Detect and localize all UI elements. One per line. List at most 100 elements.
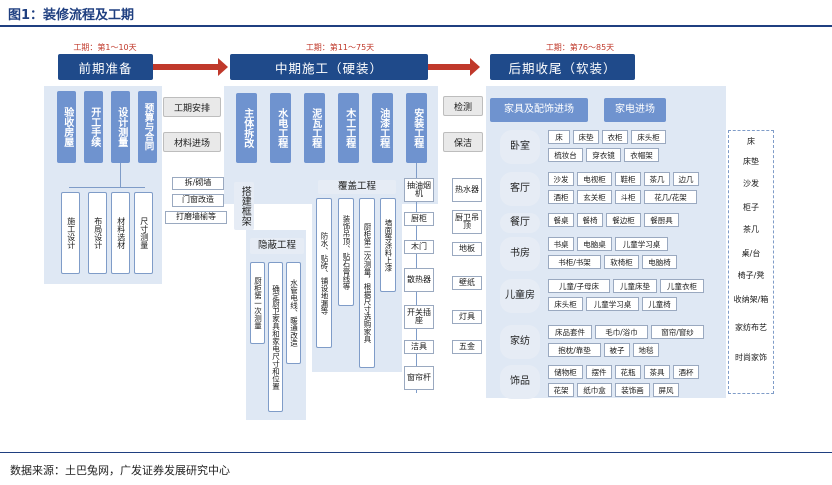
room-item: 儿童床垫 <box>613 279 657 293</box>
phase-arrow-1 <box>153 58 228 76</box>
room-item: 儿童椅 <box>642 297 677 311</box>
mid-step-plumbing: 水电工程 <box>270 93 291 163</box>
early-sub-4: 尺寸测量 <box>134 192 153 274</box>
install-heater: 热水器 <box>452 178 482 202</box>
room-item: 花几/花架 <box>644 190 697 204</box>
room-item: 餐边柜 <box>606 213 641 227</box>
early-sub-1: 施工设计 <box>61 192 80 274</box>
room-item: 花架 <box>548 383 574 397</box>
room-item: 鞋柜 <box>615 172 641 186</box>
room-item: 床品套件 <box>548 325 592 339</box>
room-item: 斗柜 <box>615 190 641 204</box>
room-item: 屏风 <box>653 383 679 397</box>
late-phase-title: 后期收尾（软装） <box>490 54 635 80</box>
side-category: 时尚家饰 <box>735 353 767 362</box>
mid-step-demolish: 主体拆改 <box>236 93 257 163</box>
early-step-3: 设计测量 <box>111 91 130 163</box>
room-item: 穿衣镜 <box>586 148 621 162</box>
side-category: 床垫 <box>743 157 759 166</box>
side-category: 柜子 <box>743 203 759 212</box>
early-connector <box>120 163 121 187</box>
early-sub-2: 布局设计 <box>88 192 107 274</box>
install-door: 木门 <box>404 240 434 254</box>
source-note: 数据来源：土巴兔网，广发证券发展研究中心 <box>10 464 230 477</box>
top-rule <box>0 25 832 27</box>
room-item: 电脑椅 <box>642 255 677 269</box>
room-item: 床头柜 <box>631 130 666 144</box>
install-ceiling: 厨卫吊顶 <box>452 210 482 234</box>
bridge-inspection: 检测 <box>443 96 483 116</box>
demolish-item-3: 打磨墙榆等 <box>165 211 227 224</box>
room-3: 书房 <box>500 237 540 271</box>
cover-item-3: 厨柜第二次测量，根据尺寸选购家具 <box>359 198 375 368</box>
early-hline <box>69 187 145 188</box>
mid-phase-title: 中期施工（硬装） <box>230 54 428 80</box>
side-category: 茶几 <box>743 225 759 234</box>
room-item: 床垫 <box>573 130 599 144</box>
room-item: 床头柜 <box>548 297 583 311</box>
install-sanitary: 洁具 <box>404 340 434 354</box>
late-head-furniture: 家具及配饰进场 <box>490 98 588 122</box>
phase-arrow-2 <box>428 58 480 76</box>
room-item: 儿童/子母床 <box>548 279 610 293</box>
room-item: 玄关柜 <box>577 190 612 204</box>
room-item: 花瓶 <box>615 365 641 379</box>
early-step-2: 开工手续 <box>84 91 103 163</box>
room-4: 儿童房 <box>500 279 540 313</box>
paint-item: 墙面等涂料上漆 <box>380 198 396 292</box>
install-hardware: 五金 <box>452 340 482 354</box>
bridge-schedule: 工期安排 <box>163 97 221 117</box>
mid-step-painting: 油漆工程 <box>372 93 393 163</box>
early-phase-title: 前期准备 <box>58 54 153 80</box>
room-item: 酒柜 <box>548 190 574 204</box>
install-switch: 开关插座 <box>404 305 434 329</box>
room-item: 边几 <box>673 172 699 186</box>
hidden-works-title: 隐蔽工程 <box>250 238 304 254</box>
room-item: 电脑桌 <box>577 237 612 251</box>
hidden-item-3: 水管电线、暖通改造 <box>286 262 301 364</box>
room-item: 毛巾/浴巾 <box>595 325 648 339</box>
late-period: 工期：第76～85天 <box>545 43 615 52</box>
room-item: 储物柜 <box>548 365 583 379</box>
cover-item-2: 装饰吊顶、贴石膏线等 <box>338 198 354 306</box>
figure-title: 图1：装修流程及工期 <box>8 8 135 23</box>
side-category: 沙发 <box>743 179 759 188</box>
room-item: 衣柜 <box>602 130 628 144</box>
mid-step-carpentry: 木工工程 <box>338 93 359 163</box>
room-item: 摆件 <box>586 365 612 379</box>
frame-step: 搭建框架 <box>234 182 254 230</box>
side-category: 桌/台 <box>741 249 761 258</box>
room-5: 家纺 <box>500 325 540 359</box>
early-step-1: 验收房屋 <box>57 91 76 163</box>
install-wallpaper: 壁纸 <box>452 276 482 290</box>
side-category: 收纳架/箱 <box>733 295 769 304</box>
room-item: 儿童学习桌 <box>615 237 668 251</box>
side-category: 家纺布艺 <box>735 323 767 332</box>
mid-step-install: 安装工程 <box>406 93 427 163</box>
room-item: 被子 <box>604 343 630 357</box>
room-item: 床 <box>548 130 570 144</box>
room-item: 装饰画 <box>615 383 650 397</box>
hidden-item-2: 确定厨卫家具和家电尺寸和位置 <box>268 262 283 412</box>
early-period: 工期：第1～10天 <box>73 43 137 52</box>
room-item: 沙发 <box>548 172 574 186</box>
install-radiator: 散热器 <box>404 268 434 292</box>
demolish-item-1: 拆/砌墙 <box>172 177 224 190</box>
install-cabinet: 厨柜 <box>404 212 434 226</box>
mid-step-tiling: 泥瓦工程 <box>304 93 325 163</box>
room-item: 地毯 <box>633 343 659 357</box>
room-item: 茶具 <box>644 365 670 379</box>
room-0: 卧室 <box>500 130 540 164</box>
late-head-appliance: 家电进场 <box>604 98 666 122</box>
room-item: 儿童学习桌 <box>586 297 639 311</box>
room-item: 衣帽架 <box>624 148 659 162</box>
room-item: 书桌 <box>548 237 574 251</box>
mid-period: 工期：第11～75天 <box>305 43 375 52</box>
room-item: 餐厨具 <box>644 213 679 227</box>
bottom-rule <box>0 452 832 453</box>
install-floor: 地板 <box>452 242 482 256</box>
side-category: 椅子/凳 <box>737 271 765 280</box>
room-2: 餐厅 <box>500 213 540 233</box>
side-category: 床 <box>747 137 755 146</box>
